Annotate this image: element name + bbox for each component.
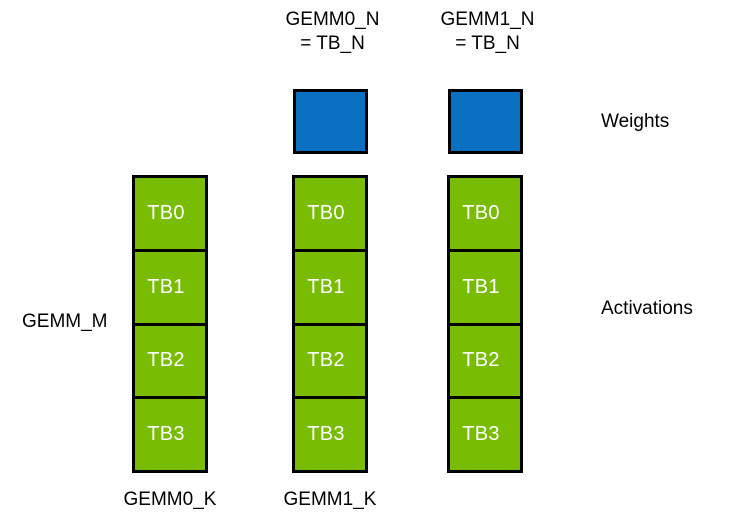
activation-cell-label: TB2 <box>307 349 345 372</box>
activation-cell-label: TB3 <box>307 423 345 446</box>
weights-label: Weights <box>601 111 670 132</box>
activation-cell: TB1 <box>295 248 365 323</box>
gemm1-n-header: GEMM1_N = TB_N <box>440 9 535 54</box>
activation-cell-label: TB0 <box>307 201 345 224</box>
gemm0-n-header: GEMM0_N = TB_N <box>285 9 380 54</box>
activation-cell: TB3 <box>295 396 365 470</box>
activation-cell: TB0 <box>450 178 520 249</box>
activation-cell: TB2 <box>135 322 205 397</box>
activation-cell-label: TB2 <box>147 349 185 372</box>
gemm0-k-label: GEMM0_K <box>123 489 217 510</box>
activation-cell: TB2 <box>295 322 365 397</box>
activation-cell-label: TB1 <box>307 275 345 298</box>
activation-column-2: TB0 TB1 TB2 TB3 <box>447 175 523 473</box>
activation-cell: TB3 <box>135 396 205 470</box>
activation-cell-label: TB3 <box>462 423 500 446</box>
gemm0-weight-tile <box>293 89 368 154</box>
gemm1-weight-tile <box>448 89 523 154</box>
activation-cell: TB3 <box>450 396 520 470</box>
activation-column-1: TB0 TB1 TB2 TB3 <box>292 175 368 473</box>
activation-cell-label: TB1 <box>462 275 500 298</box>
activation-cell: TB1 <box>135 248 205 323</box>
activation-cell-label: TB3 <box>147 423 185 446</box>
activations-label: Activations <box>601 298 693 319</box>
activation-cell: TB1 <box>450 248 520 323</box>
activation-cell: TB2 <box>450 322 520 397</box>
activation-cell-label: TB0 <box>147 201 185 224</box>
activation-cell-label: TB1 <box>147 275 185 298</box>
activation-cell: TB0 <box>135 178 205 249</box>
activation-cell-label: TB2 <box>462 349 500 372</box>
gemm-m-label: GEMM_M <box>22 311 108 332</box>
activation-column-0: TB0 TB1 TB2 TB3 <box>132 175 208 473</box>
gemm1-k-label: GEMM1_K <box>283 489 377 510</box>
activation-cell-label: TB0 <box>462 201 500 224</box>
activation-cell: TB0 <box>295 178 365 249</box>
